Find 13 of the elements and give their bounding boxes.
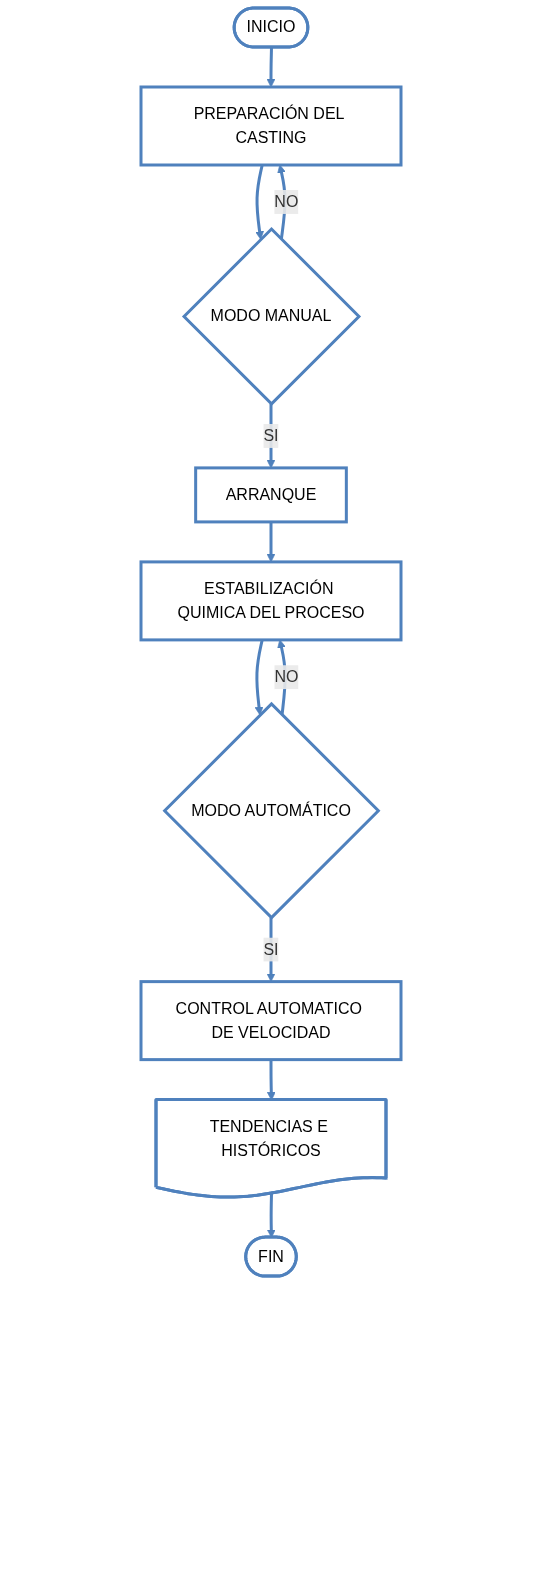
edge-label: SI — [262, 426, 279, 444]
edge-label: NO — [273, 192, 298, 210]
node-diamond: MODO MANUAL — [181, 226, 361, 407]
edge-label: NO — [273, 668, 298, 686]
node-box: CONTROL AUTOMATICO DE VELOCIDAD — [139, 980, 402, 1062]
arrow — [254, 639, 264, 716]
edge-label: SI — [262, 940, 279, 958]
arrow — [266, 1193, 276, 1238]
arrow — [266, 47, 275, 88]
node-box: PREPARACIÓN DEL CASTING — [139, 85, 402, 167]
node-box: ESTABILIZACIÓN QUIMICA DEL PROCESO — [139, 560, 402, 642]
node-diamond: MODO AUTOMÁTICO — [162, 701, 380, 920]
node-box: ARRANQUE — [193, 466, 348, 524]
